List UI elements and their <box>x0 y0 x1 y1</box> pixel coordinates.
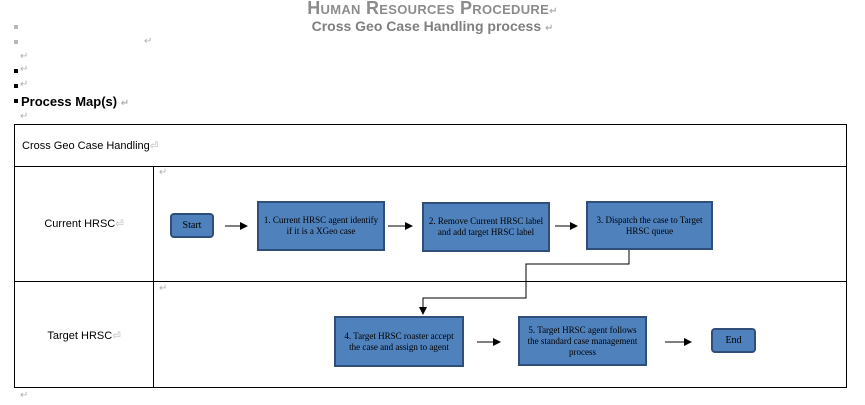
paragraph-mark: ↵ <box>549 6 558 17</box>
list-bullet <box>14 99 18 103</box>
lane-label-current-hrsc: Current HRSC⏎ <box>15 218 153 230</box>
table-caption: Cross Geo Case Handling⏎ <box>22 140 158 152</box>
section-heading: Process Map(s) ↵ <box>21 94 129 109</box>
section-heading-text: Process Map(s) <box>21 94 118 109</box>
paragraph-mark: ↵ <box>20 79 29 90</box>
paragraph-mark: ↵ <box>20 64 29 75</box>
paragraph-mark: ↵ <box>20 111 29 122</box>
paragraph-mark: ↵ <box>20 390 29 401</box>
document-title: Human Resources Procedure↵ <box>0 0 865 19</box>
step-3-label: 3. Dispatch the case to Target HRSC queu… <box>596 214 703 236</box>
step-5-box: 5. Target HRSC agent follows the standar… <box>518 316 647 366</box>
table-row-divider <box>14 281 847 282</box>
process-table <box>14 124 847 388</box>
start-node: Start <box>170 213 214 238</box>
lane-label-target-hrsc: Target HRSC⏎ <box>15 330 153 342</box>
list-bullet <box>14 25 18 29</box>
step-4-label: 4. Target HRSC roaster accept the case a… <box>344 330 454 352</box>
paragraph-mark: ↵ <box>159 283 168 294</box>
lane-label-text: Target HRSC <box>47 330 113 342</box>
cell-end-mark: ⏎ <box>112 331 121 342</box>
cell-end-mark: ⏎ <box>149 141 159 152</box>
lane-column-divider <box>153 166 154 388</box>
step-1-label: 1. Current HRSC agent identify if it is … <box>263 215 379 236</box>
step-1-box: 1. Current HRSC agent identify if it is … <box>257 201 385 251</box>
document-subtitle: Cross Geo Case Handling process ↵ <box>0 18 865 34</box>
lane-label-text: Current HRSC <box>44 218 116 230</box>
paragraph-mark: ↵ <box>159 167 168 178</box>
arrow-step3-to-step4 <box>419 250 630 315</box>
end-node-label: End <box>725 335 742 346</box>
list-bullet <box>14 40 18 44</box>
start-node-label: Start <box>182 220 202 231</box>
table-caption-text: Cross Geo Case Handling <box>22 140 150 152</box>
cell-end-mark: ⏎ <box>115 219 124 230</box>
step-2-box: 2. Remove Current HRSC label and add tar… <box>422 202 550 252</box>
step-2-label: 2. Remove Current HRSC label and add tar… <box>428 216 544 237</box>
list-bullet <box>14 84 18 88</box>
paragraph-mark: ↵ <box>144 36 153 47</box>
subtitle-text: Cross Geo Case Handling process <box>311 18 542 34</box>
title-text: Human Resources Procedure <box>307 0 550 18</box>
paragraph-mark: ↵ <box>20 51 29 62</box>
step-5-label: 5. Target HRSC agent follows the standar… <box>527 324 638 357</box>
end-node: End <box>711 328 756 353</box>
step-3-box: 3. Dispatch the case to Target HRSC queu… <box>586 201 713 250</box>
paragraph-mark: ↵ <box>545 23 554 34</box>
list-bullet <box>14 69 18 73</box>
step-4-box: 4. Target HRSC roaster accept the case a… <box>334 316 464 367</box>
paragraph-mark: ↵ <box>120 98 130 109</box>
table-row-divider <box>14 166 847 167</box>
